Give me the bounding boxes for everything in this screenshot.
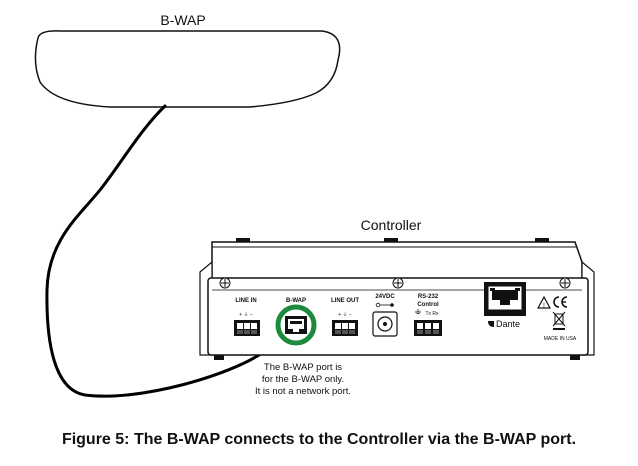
made-in-label: MADE IN USA — [544, 336, 577, 342]
power-jack[interactable] — [372, 311, 398, 337]
screw-icon — [219, 277, 231, 289]
bwap-device — [34, 30, 341, 108]
polarity-icon — [375, 302, 394, 308]
power-label: 24VDC — [375, 294, 395, 300]
bwap-port-jack[interactable] — [285, 316, 307, 334]
line-in-label: LINE IN — [235, 298, 256, 304]
line-in-terminal[interactable] — [234, 320, 260, 336]
ce-mark-icon — [553, 296, 568, 308]
rs232-label: RS-232 — [418, 294, 439, 300]
line-out-pins: + ⏚ − — [338, 311, 352, 318]
weee-bin-icon — [552, 311, 566, 330]
note-line-3: It is not a network port. — [255, 386, 351, 397]
dante-brand: Dante — [496, 319, 520, 329]
svg-text:!: ! — [543, 303, 545, 309]
rs232-pins: Tx Rx — [425, 311, 439, 317]
note-line-2: for the B-WAP only. — [262, 374, 344, 385]
dante-logo: Dante — [488, 319, 520, 329]
screw-icon — [392, 277, 404, 289]
controller-device — [199, 238, 595, 360]
figure-caption: Figure 5: The B-WAP connects to the Cont… — [61, 431, 577, 448]
line-out-label: LINE OUT — [331, 298, 359, 304]
controller-title: Controller — [361, 217, 422, 233]
bwap-port-label: B-WAP — [286, 298, 306, 304]
line-in-pins: + ⏚ − — [239, 311, 253, 318]
dante-network-port[interactable] — [484, 282, 526, 316]
bwap-title: B-WAP — [160, 12, 205, 28]
port-note: The B-WAP port is for the B-WAP only. It… — [255, 362, 351, 397]
bwap-port-highlight — [275, 304, 317, 346]
warning-icon: ! — [536, 295, 552, 309]
diagram: B-WAP Controller LINE IN + ⏚ − B — [34, 12, 595, 398]
screw-icon — [559, 277, 571, 289]
note-line-1: The B-WAP port is — [264, 362, 342, 373]
rs232-terminal[interactable] — [414, 320, 442, 336]
rs232-control-label: Control — [417, 302, 439, 308]
line-out-terminal[interactable] — [332, 320, 358, 336]
ground-icon — [415, 309, 421, 314]
